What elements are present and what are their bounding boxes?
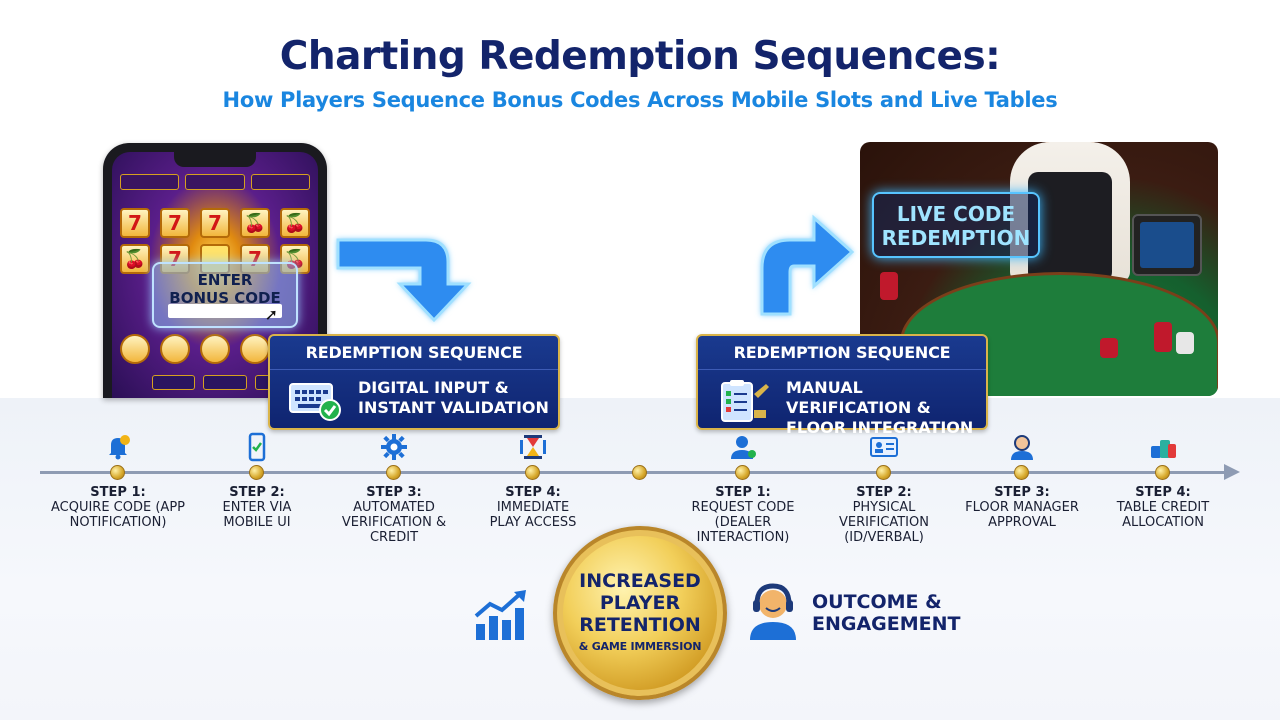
user-icon bbox=[731, 436, 756, 459]
slot-game-screen: 7 7 7 🍒 🍒 🍒 7 7 🍒 ENTER BONUS CODE ➚ bbox=[112, 152, 318, 398]
live-step-1-label: STEP 1:REQUEST CODE (DEALER INTERACTION) bbox=[691, 485, 795, 545]
live-code-badge: LIVE CODE REDEMPTION bbox=[872, 192, 1040, 258]
timeline-arrow-icon bbox=[1224, 464, 1240, 480]
page-title: Charting Redemption Sequences: bbox=[279, 34, 1001, 79]
cherry-icon: 🍒 bbox=[280, 208, 310, 238]
mobile-step-1-label: STEP 1:ACQUIRE CODE (APP NOTIFICATION) bbox=[50, 485, 185, 530]
mobile-step-3-label: STEP 3:AUTOMATED VERIFICATION & CREDIT bbox=[341, 485, 447, 545]
timeline-node bbox=[525, 465, 540, 480]
bonus-code-card[interactable]: ENTER BONUS CODE ➚ bbox=[152, 262, 298, 328]
sequence-heading: REDEMPTION SEQUENCE bbox=[270, 336, 558, 370]
timeline-node bbox=[249, 465, 264, 480]
clipboard-checklist-icon bbox=[721, 380, 769, 422]
live-step-2-label: STEP 2:PHYSICAL VERIFICATION (ID/VERBAL) bbox=[839, 485, 929, 545]
sequence-description: MANUAL VERIFICATION & FLOOR INTEGRATION bbox=[786, 378, 974, 437]
page-subtitle: How Players Sequence Bonus Codes Across … bbox=[222, 88, 1058, 112]
live-redemption-sequence-box: REDEMPTION SEQUENCE MANUAL VERIFICATION … bbox=[696, 334, 988, 437]
chips-icon bbox=[1100, 338, 1118, 358]
outcome-label: OUTCOME & ENGAGEMENT bbox=[812, 591, 961, 635]
slot-top-bar bbox=[120, 174, 310, 190]
support-agent-icon bbox=[750, 583, 796, 640]
slot-reel-row: 🍒 7 7 🍒 bbox=[120, 244, 310, 274]
mobile-step-2-label: STEP 2:ENTER VIA MOBILE UI bbox=[222, 485, 292, 530]
chips-icon bbox=[1176, 332, 1194, 354]
medallion-main-text: INCREASED PLAYER RETENTION bbox=[579, 570, 701, 636]
mouse-cursor-icon: ➚ bbox=[264, 305, 278, 324]
timeline-node bbox=[110, 465, 125, 480]
cherry-icon: 🍒 bbox=[120, 244, 150, 274]
seven-symbol-icon: 7 bbox=[200, 208, 230, 238]
coin-icon bbox=[160, 334, 190, 364]
seven-symbol-icon: 7 bbox=[160, 208, 190, 238]
timeline-node bbox=[386, 465, 401, 480]
growth-chart-icon bbox=[474, 590, 526, 640]
gear-icon bbox=[381, 434, 407, 460]
sequence-heading: REDEMPTION SEQUENCE bbox=[698, 336, 986, 370]
sequence-description: DIGITAL INPUT & INSTANT VALIDATION bbox=[358, 378, 549, 417]
timeline-node bbox=[1155, 465, 1170, 480]
timeline-node bbox=[735, 465, 750, 480]
bell-icon bbox=[109, 435, 130, 460]
live-step-4-label: STEP 4:TABLE CREDIT ALLOCATION bbox=[1116, 485, 1210, 530]
hourglass-icon bbox=[520, 435, 546, 459]
keyboard-check-icon bbox=[289, 383, 341, 421]
timeline-node bbox=[876, 465, 891, 480]
phone-icon bbox=[248, 432, 266, 462]
manager-icon bbox=[1011, 435, 1033, 460]
mobile-redemption-sequence-box: REDEMPTION SEQUENCE DIGITAL INPUT & INST… bbox=[268, 334, 560, 430]
id-card-icon bbox=[870, 437, 898, 457]
retention-medallion: INCREASED PLAYER RETENTION & GAME IMMERS… bbox=[553, 526, 727, 700]
slot-reel-row: 7 7 7 🍒 🍒 bbox=[120, 208, 310, 238]
curved-arrow-down-icon bbox=[336, 238, 472, 323]
timeline-node bbox=[1014, 465, 1029, 480]
tablet-icon bbox=[1132, 214, 1202, 276]
chips-icon bbox=[880, 272, 898, 300]
seven-symbol-icon: 7 bbox=[120, 208, 150, 238]
live-step-3-label: STEP 3:FLOOR MANAGER APPROVAL bbox=[965, 485, 1079, 530]
bonus-code-prompt: ENTER BONUS CODE bbox=[169, 271, 281, 307]
chips-icon bbox=[1151, 440, 1176, 458]
coin-icon bbox=[120, 334, 150, 364]
cherry-icon: 🍒 bbox=[240, 208, 270, 238]
bonus-code-input[interactable] bbox=[168, 304, 282, 318]
coin-icon bbox=[200, 334, 230, 364]
timeline-node bbox=[632, 465, 647, 480]
mobile-phone-illustration: 7 7 7 🍒 🍒 🍒 7 7 🍒 ENTER BONUS CODE ➚ bbox=[103, 143, 327, 398]
medallion-sub-text: & GAME IMMERSION bbox=[578, 640, 702, 653]
chips-icon bbox=[1154, 322, 1172, 352]
curved-arrow-up-icon bbox=[760, 214, 855, 316]
mobile-step-4-label: STEP 4:IMMEDIATE PLAY ACCESS bbox=[489, 485, 577, 530]
coin-icon bbox=[240, 334, 270, 364]
